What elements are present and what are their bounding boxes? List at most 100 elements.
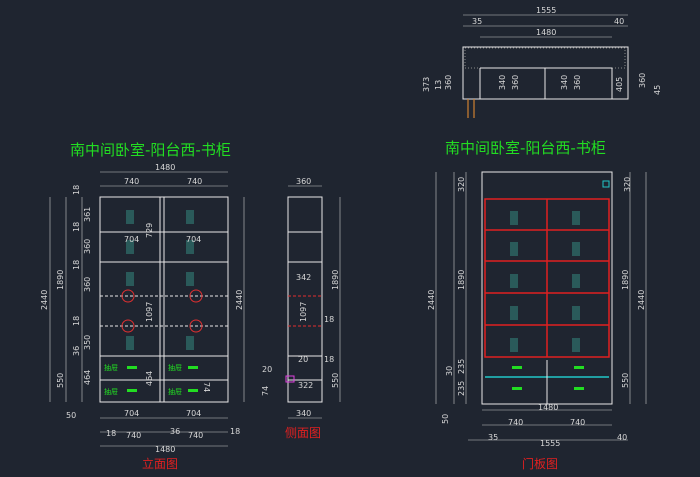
plan-dim-45: 45	[653, 85, 662, 95]
door-book-icon-4	[572, 242, 580, 256]
door-book-icon-10	[572, 338, 580, 352]
plan-dim-405: 405	[615, 77, 624, 92]
side-342: 342	[296, 273, 311, 282]
front-inner-464: 464	[145, 371, 154, 386]
front-top-right: 740	[187, 177, 202, 186]
front-seg-7: 18	[72, 316, 81, 326]
door-cyan-marker	[602, 180, 610, 188]
side-74: 74	[261, 386, 270, 396]
plan-cell-2: 360	[511, 75, 520, 90]
plan-cell-4: 360	[573, 75, 582, 90]
plan-wall-hatch	[464, 47, 626, 69]
front-seg-6: 360	[83, 277, 92, 292]
door-book-icon-5	[510, 274, 518, 288]
front-drawer-handle-1	[127, 366, 137, 369]
plan-dim-360: 360	[444, 75, 453, 90]
front-seg-11: 50	[66, 411, 76, 420]
plan-dim-13: 13	[434, 80, 443, 90]
front-seg-10: 464	[83, 370, 92, 385]
front-book-icon-2	[186, 210, 194, 224]
door-book-icon-2	[572, 211, 580, 225]
side-1097: 1097	[299, 302, 308, 322]
side-322: 322	[298, 381, 313, 390]
side-bottom: 340	[296, 409, 311, 418]
front-seg-8: 350	[83, 335, 92, 350]
front-bottom-18a: 18	[106, 429, 116, 438]
front-inner-704b: 704	[186, 235, 201, 244]
door-bottom-35: 35	[488, 433, 498, 442]
door-panel-view: 320 320 2440 1890 30 235 235 50 1890 244…	[427, 171, 647, 471]
plan-dim-left: 35	[472, 17, 482, 26]
side-outline	[287, 196, 323, 403]
door-bottom-1555: 1555	[540, 439, 560, 448]
door-bottom-1480: 1480	[538, 403, 558, 412]
door-book-icon-9	[510, 338, 518, 352]
side-view-label: 侧面图	[285, 426, 321, 440]
door-book-icon-1	[510, 211, 518, 225]
front-view-label: 立面图	[142, 456, 178, 471]
front-bottom-704b: 704	[186, 409, 201, 418]
door-drawer-handle-4	[574, 387, 584, 390]
front-bottom-36: 36	[170, 427, 180, 436]
front-left-lower: 550	[56, 373, 65, 388]
plan-dim-r360: 360	[638, 73, 647, 88]
front-book-icon-6	[186, 272, 194, 286]
front-left-total: 2440	[40, 290, 49, 310]
front-top-total: 1480	[155, 163, 175, 172]
door-left-30: 30	[445, 366, 454, 376]
side-magenta-mark	[285, 375, 295, 383]
door-top-320: 320	[457, 177, 466, 192]
front-drawer-handle-3	[127, 389, 137, 392]
front-seg-4: 360	[83, 239, 92, 254]
door-book-icon-3	[510, 242, 518, 256]
front-inner-74: 74	[202, 382, 211, 392]
front-inner-704a: 704	[124, 235, 139, 244]
front-hinge-4	[189, 319, 203, 333]
front-drawer-label-2: 抽屉	[168, 363, 182, 372]
door-left-235a: 235	[457, 359, 466, 374]
front-drawer-label-4: 抽屉	[168, 387, 182, 396]
front-bottom-704a: 704	[124, 409, 139, 418]
door-drawer-handle-2	[574, 366, 584, 369]
door-right-2440: 2440	[637, 290, 646, 310]
door-right-1890: 1890	[621, 270, 630, 290]
plan-dim-373: 373	[422, 77, 431, 92]
door-right-550: 550	[621, 373, 630, 388]
door-left-235b: 235	[457, 381, 466, 396]
front-bottom-total: 1480	[155, 445, 175, 454]
front-book-icon-5	[126, 272, 134, 286]
front-bottom-740b: 740	[188, 431, 203, 440]
plan-cell-1: 340	[498, 75, 507, 90]
front-bottom-740a: 740	[126, 431, 141, 440]
side-18b: 18	[324, 355, 334, 364]
door-book-icon-8	[572, 306, 580, 320]
door-left-50: 50	[441, 414, 450, 424]
plan-dim-right: 40	[614, 17, 624, 26]
front-hinge-1	[121, 289, 135, 303]
front-book-icon-7	[126, 336, 134, 350]
side-20b: 20	[262, 365, 272, 374]
front-seg-3: 18	[72, 222, 81, 232]
front-hinge-3	[121, 319, 135, 333]
side-top: 360	[296, 177, 311, 186]
door-bottom-740a: 740	[508, 418, 523, 427]
front-book-icon-3	[126, 240, 134, 254]
front-view-title: 南中间卧室-阳台西-书柜	[70, 141, 231, 159]
front-bottom-18b: 18	[230, 427, 240, 436]
front-drawer-label-3: 抽屉	[104, 387, 118, 396]
door-bottom-740b: 740	[570, 418, 585, 427]
front-book-icon-1	[126, 210, 134, 224]
plan-view: 1555 35 40 1480 373 13 360 340 360 340 3…	[422, 6, 662, 118]
side-20a: 20	[298, 355, 308, 364]
door-drawer-handle-3	[512, 387, 522, 390]
side-right-550: 550	[331, 373, 340, 388]
door-book-icon-6	[572, 274, 580, 288]
front-drawer-label-1: 抽屉	[104, 363, 118, 372]
front-hinge-2	[189, 289, 203, 303]
front-seg-9: 36	[72, 346, 81, 356]
side-18: 18	[324, 315, 334, 324]
door-drawer-handle-1	[512, 366, 522, 369]
front-seg-5: 18	[72, 260, 81, 270]
front-inner-729: 729	[145, 223, 154, 238]
